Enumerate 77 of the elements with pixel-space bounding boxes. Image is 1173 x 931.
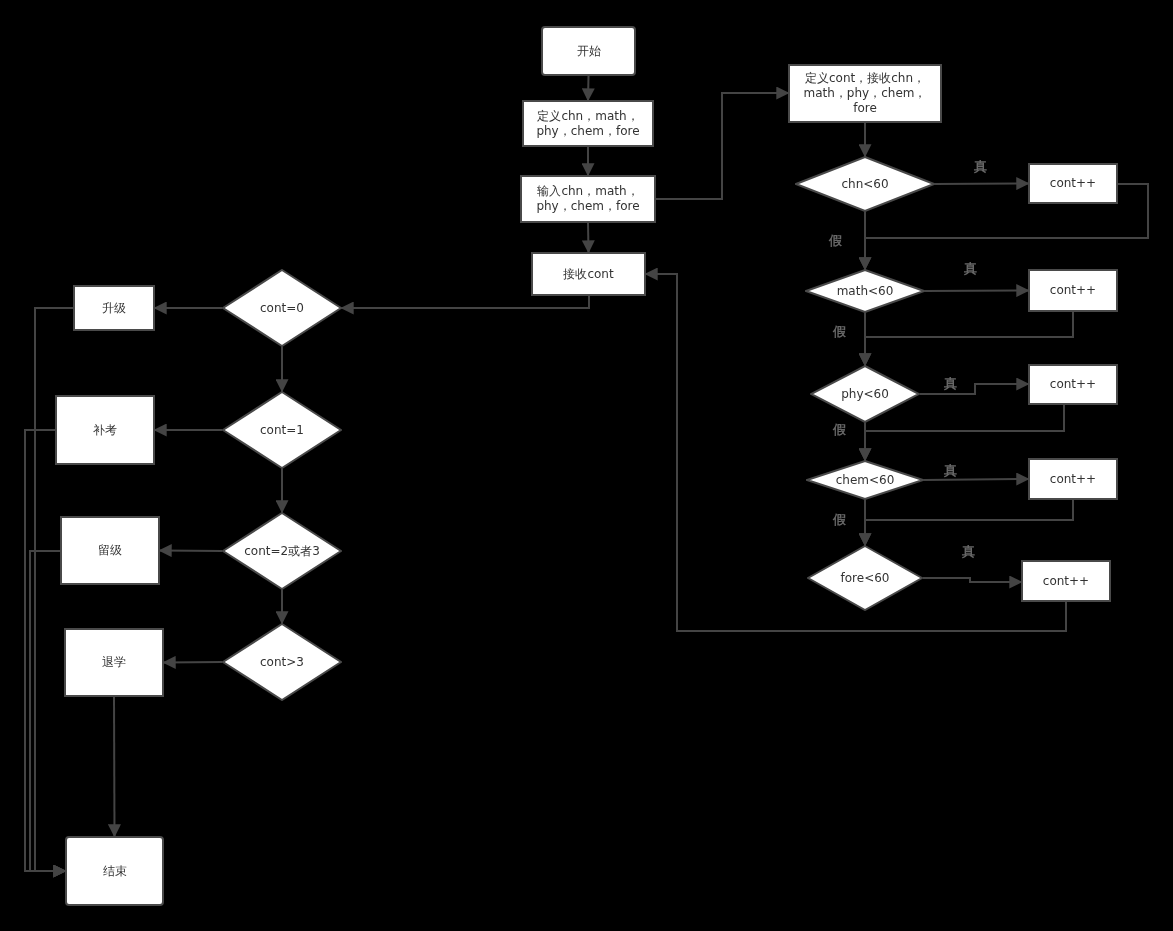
node-label: cont++ xyxy=(1048,377,1098,392)
arrow xyxy=(275,346,289,393)
arrow xyxy=(581,146,595,177)
process-box xyxy=(1021,560,1111,602)
edge-label: 真 xyxy=(943,463,958,478)
node-label: 定义cont，接收chn，math，phy，chem，fore xyxy=(802,71,928,116)
node-label: cont=1 xyxy=(259,422,305,438)
decision-diamond xyxy=(222,269,342,347)
node-label: 升级 xyxy=(101,300,127,316)
node-label: 开始 xyxy=(575,43,602,59)
process-box xyxy=(788,64,942,123)
process-box xyxy=(1028,269,1118,312)
node-label: 输入chn，math，phy，chem，fore xyxy=(535,184,641,214)
process-box xyxy=(1028,163,1118,204)
arrow xyxy=(858,183,1149,271)
process-box xyxy=(55,395,155,465)
node-label: cont++ xyxy=(1041,573,1091,589)
process-box xyxy=(522,100,654,147)
decision-diamond xyxy=(795,156,935,212)
process-box xyxy=(60,516,160,585)
arrow xyxy=(340,295,590,315)
process-box xyxy=(73,285,155,331)
decision-diamond xyxy=(222,512,342,590)
edge-label: 假 xyxy=(832,422,847,437)
edge-label: 假 xyxy=(832,512,847,527)
arrow xyxy=(29,550,67,878)
decision-diamond xyxy=(807,545,923,611)
node-label: cont=2或者3 xyxy=(243,543,321,559)
node-label: 接收cont xyxy=(562,266,615,282)
node-label: cont++ xyxy=(1048,176,1098,191)
edge-label: 真 xyxy=(973,159,988,174)
process-box xyxy=(520,175,656,223)
arrow xyxy=(581,75,595,102)
arrow xyxy=(858,122,872,158)
arrow xyxy=(107,696,121,838)
process-box xyxy=(531,252,646,296)
node-label: cont=0 xyxy=(259,300,305,316)
arrow xyxy=(858,499,1074,547)
node-label: phy<60 xyxy=(840,386,890,402)
edge-label: 真 xyxy=(961,544,976,559)
node-label: chem<60 xyxy=(834,472,896,488)
arrow xyxy=(934,177,1030,191)
edge-label: 假 xyxy=(828,233,843,248)
decision-diamond xyxy=(222,623,342,701)
arrow xyxy=(275,589,289,625)
node-label: math<60 xyxy=(835,283,895,299)
node-label: cont>3 xyxy=(259,654,305,670)
node-label: 定义chn，math，phy，chem，fore xyxy=(535,108,641,139)
node-label: 退学 xyxy=(101,655,127,670)
arrow xyxy=(858,311,1074,367)
terminal-box xyxy=(65,836,164,906)
process-box xyxy=(64,628,164,697)
arrow xyxy=(275,468,289,514)
terminal-box xyxy=(541,26,636,76)
edge-label: 真 xyxy=(943,376,958,391)
node-label: chn<60 xyxy=(840,176,890,192)
decision-diamond xyxy=(810,365,920,423)
process-box xyxy=(1028,364,1118,405)
node-label: cont++ xyxy=(1048,283,1098,298)
decision-diamond xyxy=(805,269,925,313)
edge-label: 真 xyxy=(963,261,978,276)
arrow xyxy=(922,575,1023,589)
process-box xyxy=(1028,458,1118,500)
arrow xyxy=(923,472,1030,486)
arrow xyxy=(581,222,595,254)
arrow xyxy=(924,284,1030,298)
node-label: fore<60 xyxy=(839,570,891,586)
arrow xyxy=(655,86,790,200)
node-label: 补考 xyxy=(92,422,118,438)
arrow xyxy=(858,404,1065,462)
decision-diamond xyxy=(806,460,924,500)
edge-label: 假 xyxy=(832,324,847,339)
node-label: 结束 xyxy=(101,863,128,879)
node-label: 留级 xyxy=(97,543,123,558)
arrow xyxy=(919,377,1030,395)
node-label: cont++ xyxy=(1048,471,1098,487)
decision-diamond xyxy=(222,391,342,469)
